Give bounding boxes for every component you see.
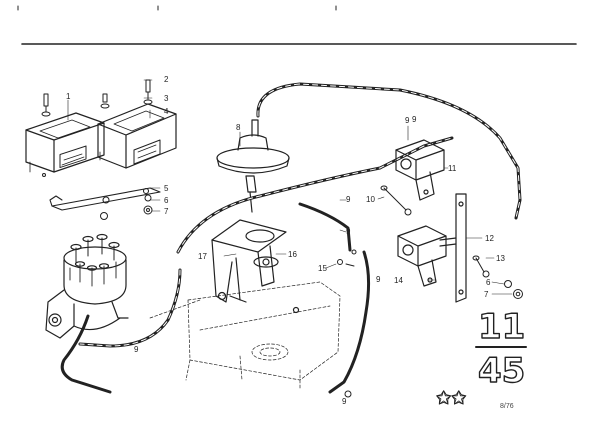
callout-label: 2 — [164, 75, 169, 84]
distributor — [45, 233, 129, 339]
callout-label: 14 — [394, 276, 403, 285]
callout-label: 9 — [405, 116, 410, 125]
vacuum-hoses-inner — [79, 83, 521, 347]
group-number: 11 45 — [475, 306, 527, 392]
mounting-plate — [49, 187, 161, 211]
callout-label: 1 — [66, 92, 71, 101]
callout-label: 15 — [318, 264, 327, 273]
callout-label: 9 — [134, 345, 139, 354]
engine-block-outline — [149, 281, 341, 391]
callout-label: 7 — [164, 207, 169, 216]
callout-label: 5 — [164, 184, 169, 193]
callout-label: 9 — [412, 115, 417, 124]
callout-label: 17 — [198, 252, 207, 261]
control-unit-1 — [25, 112, 105, 173]
callout-label: 3 — [164, 94, 169, 103]
callout-label: 13 — [496, 254, 505, 263]
callout-label: 6 — [486, 278, 491, 287]
bracket-assembly — [211, 219, 300, 314]
stars-mark: ✩✩ — [436, 388, 466, 409]
callout-label: 9 — [346, 195, 351, 204]
callout-label: 7 — [484, 290, 489, 299]
callout-label: 9 — [376, 275, 381, 284]
callout-label: 16 — [288, 250, 297, 259]
callout-labels: 1 2 3 4 5 6 7 8 9 10 11 12 13 14 15 16 1… — [66, 75, 505, 406]
callout-label: 8 — [236, 123, 241, 132]
date-code: 8/76 — [500, 403, 514, 410]
callout-label: 9 — [342, 397, 347, 406]
callout-label: 10 — [366, 195, 375, 204]
thermo-valve-upper — [395, 139, 445, 201]
callout-label: 12 — [485, 234, 494, 243]
callout-label: 6 — [164, 196, 169, 205]
fasteners-right — [337, 185, 523, 398]
long-bracket — [439, 193, 467, 303]
callout-label: 9 — [346, 227, 351, 236]
header-rule — [17, 5, 577, 45]
thermo-valve-lower — [397, 225, 447, 287]
callout-label: 4 — [164, 107, 169, 116]
group-number-bottom: 45 — [478, 351, 525, 391]
group-number-top: 11 — [478, 307, 525, 347]
callout-label: 11 — [448, 164, 457, 173]
leader-lines — [67, 79, 513, 295]
